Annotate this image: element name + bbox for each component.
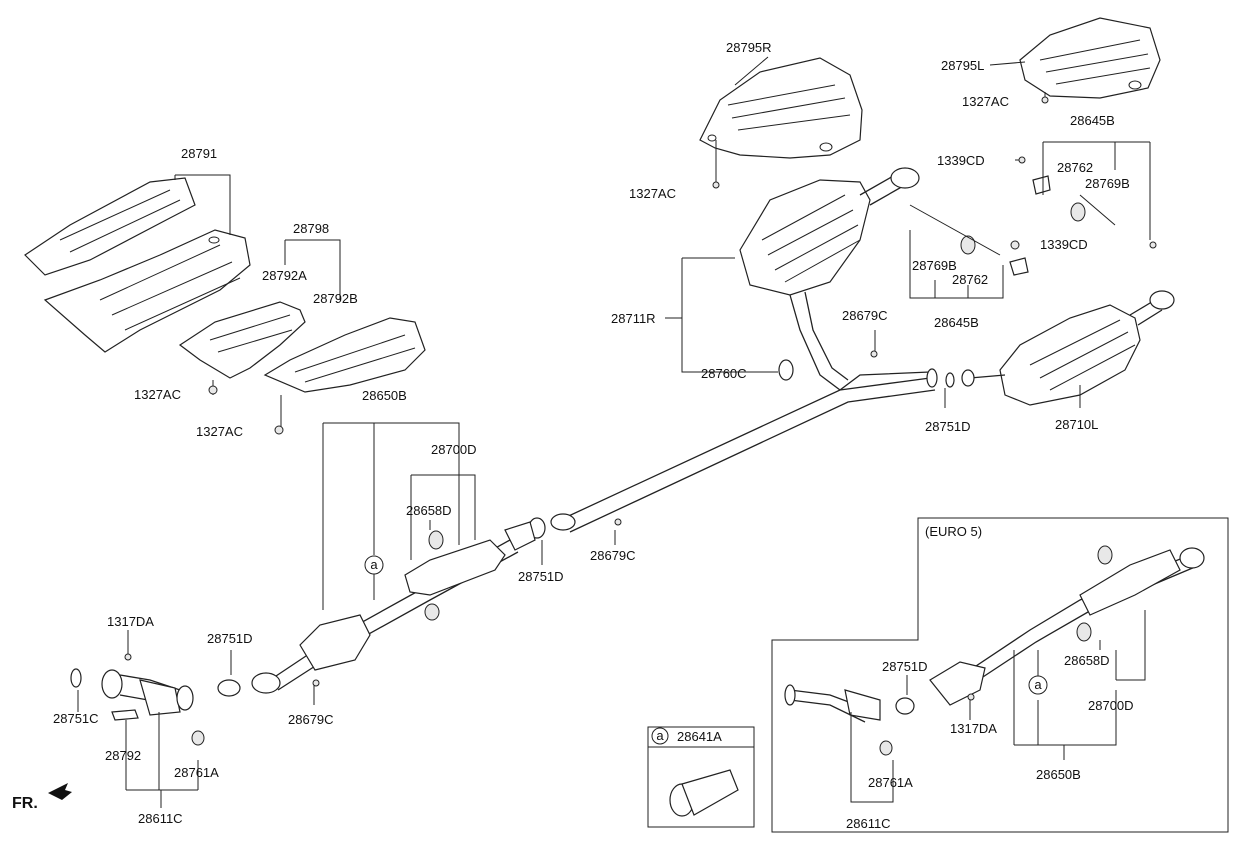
reference-a-markers: a a a — [364, 555, 1048, 745]
label-28679c: 28679C — [590, 548, 636, 563]
label-28711r: 28711R — [611, 311, 656, 326]
label-28751d: 28751D — [518, 569, 564, 584]
label-28641a: 28641A — [677, 729, 722, 744]
label-28760c: 28760C — [701, 366, 747, 381]
front-direction-indicator: FR. — [12, 783, 72, 812]
gasket-28751d — [217, 679, 241, 697]
label-28761a: 28761A — [868, 775, 913, 790]
label-28679c: 28679C — [842, 308, 888, 323]
fr-label: FR. — [12, 795, 38, 812]
label-28769b: 28769B — [1085, 176, 1130, 191]
label-28798: 28798 — [293, 221, 329, 236]
label-28645b: 28645B — [934, 315, 979, 330]
label-euro5: (EURO 5) — [925, 524, 982, 539]
label-28762: 28762 — [952, 272, 988, 287]
part-labels: 28795R 1327AC 28795L 1327AC 28645B 1339C… — [53, 40, 1134, 831]
ref-a-circle — [651, 727, 669, 745]
label-28751d: 28751D — [882, 659, 928, 674]
label-28611c: 28611C — [846, 816, 891, 831]
label-28679c: 28679C — [288, 712, 334, 727]
label-1327ac: 1327AC — [196, 424, 243, 439]
label-28795r: 28795R — [726, 40, 772, 55]
label-28792: 28792 — [105, 748, 141, 763]
label-28751d: 28751D — [207, 631, 253, 646]
label-28611c: 28611C — [138, 811, 183, 826]
center-pipe — [528, 368, 938, 539]
label-28700d: 28700D — [1088, 698, 1134, 713]
label-1327ac: 1327AC — [629, 186, 676, 201]
front-pipe-28650b — [251, 521, 536, 694]
label-28792a: 28792A — [262, 268, 307, 283]
hanger-28760c — [778, 359, 794, 381]
label-28751d: 28751D — [925, 419, 971, 434]
label-28658d: 28658D — [406, 503, 452, 518]
label-28795l: 28795L — [941, 58, 984, 73]
heat-shield-28795l — [1019, 17, 1161, 99]
label-28792b: 28792B — [313, 291, 358, 306]
label-28650b: 28650B — [1036, 767, 1081, 782]
heat-shield-28792a — [178, 301, 306, 379]
heat-shield-28791 — [24, 177, 251, 353]
label-28762: 28762 — [1057, 160, 1093, 175]
label-28769b: 28769B — [912, 258, 957, 273]
label-28650b: 28650B — [362, 388, 407, 403]
label-1327ac: 1327AC — [962, 94, 1009, 109]
label-28751c: 28751C — [53, 711, 99, 726]
rear-muffler-28710l — [945, 290, 1175, 406]
leader-lines — [77, 56, 1151, 808]
front-arrow-icon — [48, 783, 72, 800]
heat-shield-28792b — [263, 317, 426, 393]
label-28645b: 28645B — [1070, 113, 1115, 128]
rear-muffler-28711r — [739, 167, 920, 391]
label-1327ac: 1327AC — [134, 387, 181, 402]
heat-shield-28795r — [699, 57, 863, 159]
label-28761a: 28761A — [174, 765, 219, 780]
label-1339cd: 1339CD — [937, 153, 985, 168]
clamp-28641a-box — [647, 726, 755, 828]
manifold-pipe-28611c — [70, 668, 205, 746]
label-1317da: 1317DA — [950, 721, 997, 736]
label-1317da: 1317DA — [107, 614, 154, 629]
ref-a-letter: a — [370, 557, 378, 572]
label-28710l: 28710L — [1055, 417, 1098, 432]
label-28791: 28791 — [181, 146, 217, 161]
label-1339cd: 1339CD — [1040, 237, 1088, 252]
label-28658d: 28658D — [1064, 653, 1110, 668]
label-28700d: 28700D — [431, 442, 477, 457]
ref-a-letter: a — [656, 728, 664, 743]
euro5-box — [771, 517, 1229, 833]
hanger-bracket-group — [909, 175, 1116, 276]
fasteners — [124, 96, 1157, 701]
ref-a-letter: a — [1034, 677, 1042, 692]
